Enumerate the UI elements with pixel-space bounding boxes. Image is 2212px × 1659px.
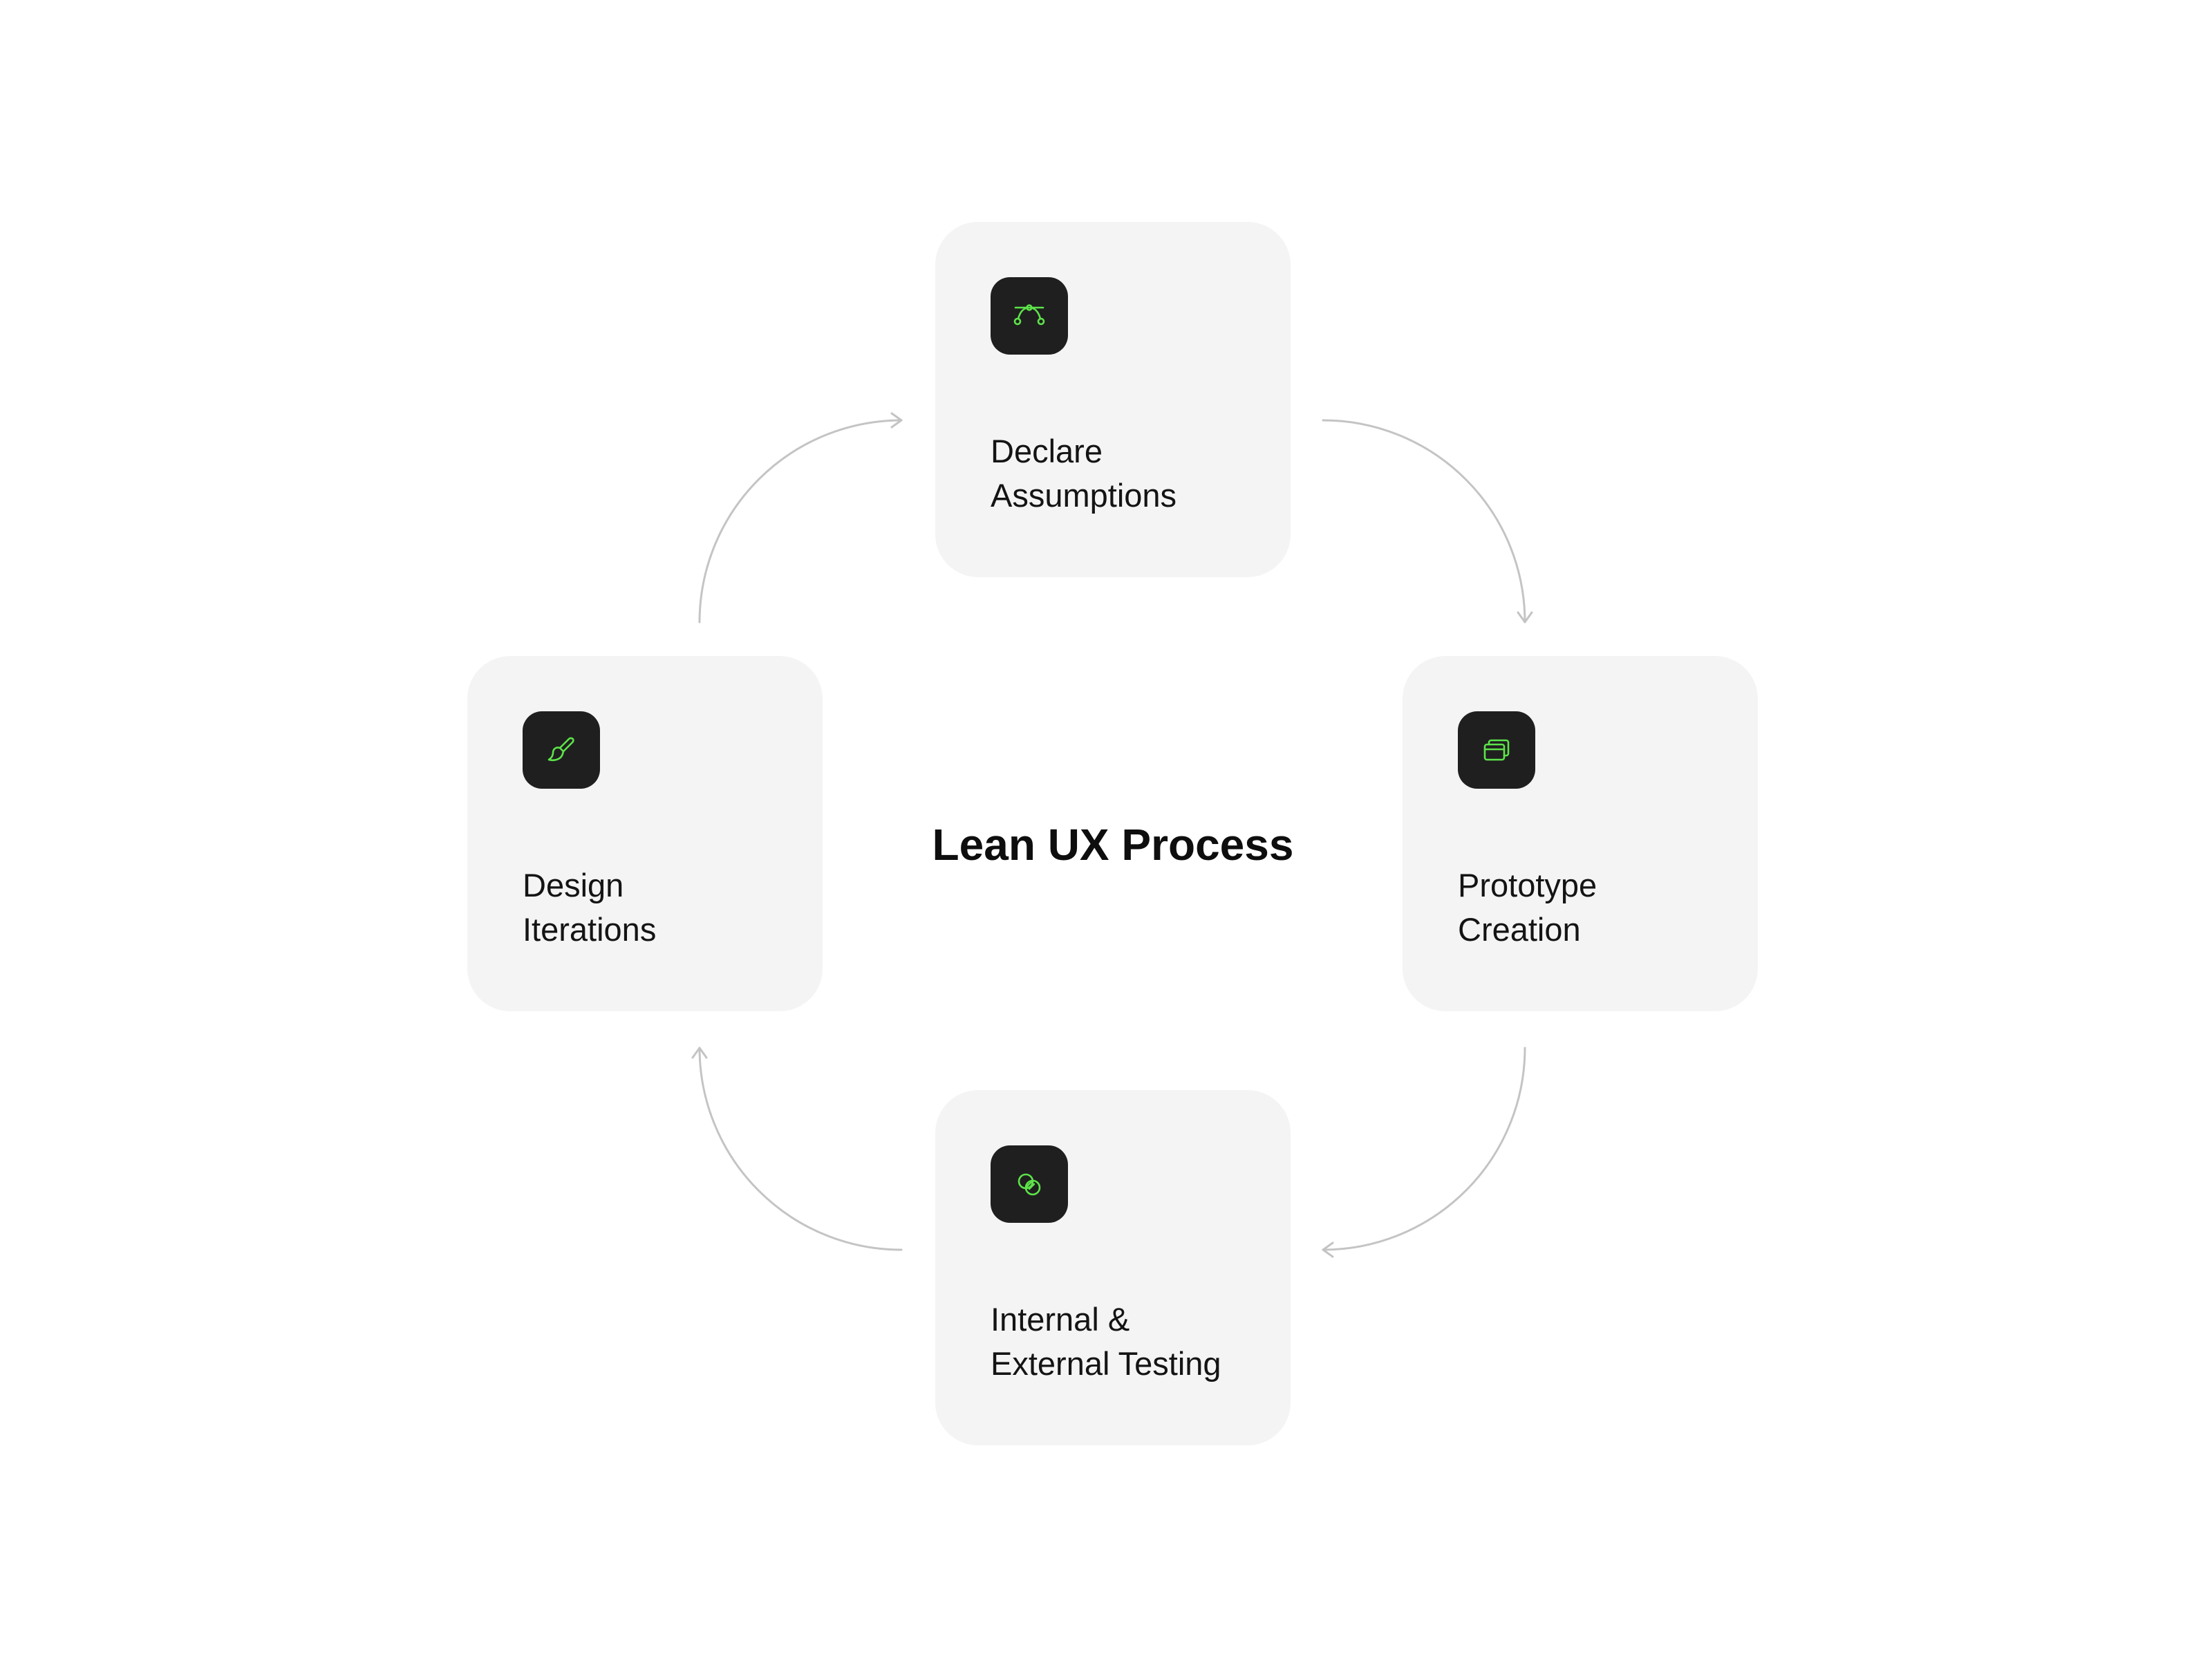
step-label: Prototype Creation [1458, 867, 1597, 948]
arrow-design-to-declare [698, 412, 903, 624]
diagram-title: Lean UX Process [932, 820, 1294, 870]
arrow-testing-to-design [691, 1047, 903, 1251]
bezier-curve-icon [991, 277, 1068, 355]
arrow-prototype-to-testing [1322, 1047, 1526, 1258]
paintbrush-icon [523, 711, 600, 789]
stacked-windows-icon [1458, 711, 1535, 789]
step-label: Design Iterations [523, 867, 657, 948]
step-label: Declare Assumptions [991, 433, 1177, 514]
step-label: Internal & External Testing [991, 1301, 1221, 1382]
overlapping-circles-icon [991, 1145, 1068, 1223]
step-card-internal-external-testing: Internal & External Testing [935, 1090, 1291, 1445]
arrow-declare-to-prototype [1322, 419, 1533, 624]
step-card-design-iterations: Design Iterations [467, 656, 823, 1011]
step-card-declare-assumptions: Declare Assumptions [935, 222, 1291, 577]
step-card-prototype-creation: Prototype Creation [1403, 656, 1758, 1011]
